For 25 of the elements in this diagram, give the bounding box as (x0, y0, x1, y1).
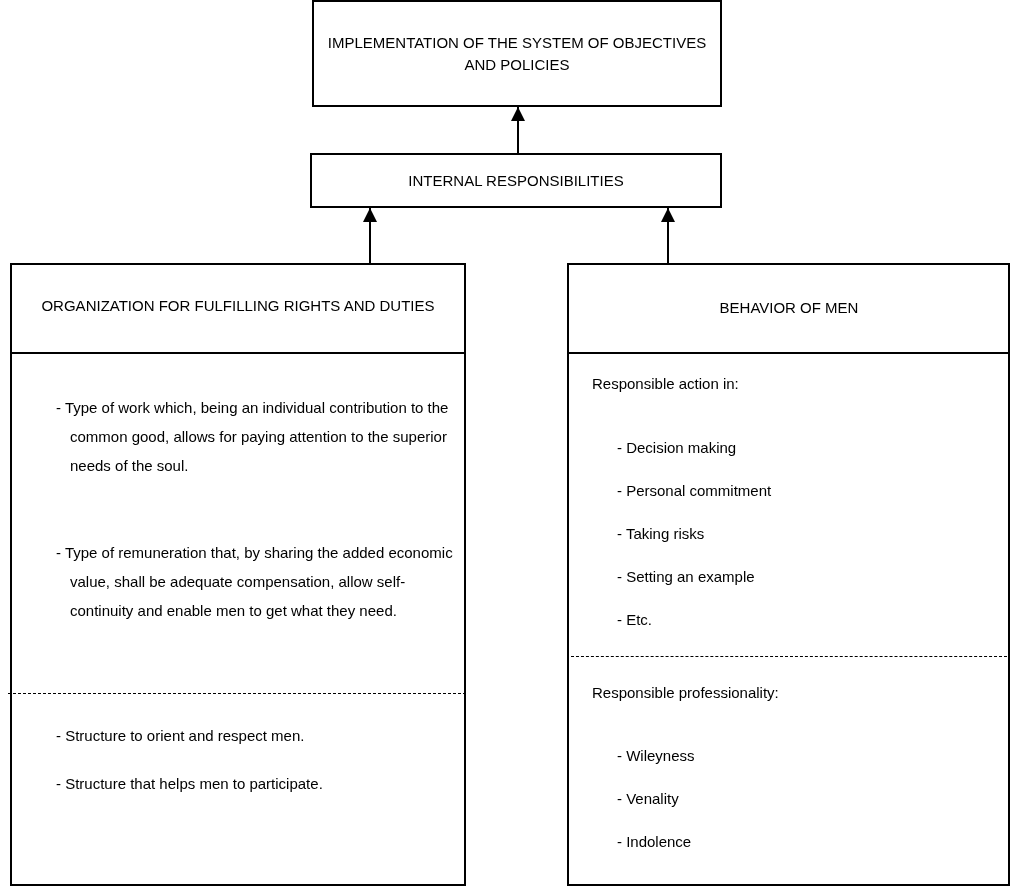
bullet-item: - Structure to orient and respect men. (56, 726, 306, 746)
bullet-item: - Wileyness (617, 746, 696, 766)
section-heading: Responsible professionality: (592, 683, 780, 703)
panel-box (567, 263, 1010, 886)
bullet-item: - Decision making (617, 438, 738, 458)
bullet-item: - Type of remuneration that, by sharing the added economic value, shall be adequate compensation, allow self-continuity and enable men to get what they need. (56, 543, 454, 621)
bullet-item: - Indolence (617, 832, 693, 852)
process-box (310, 153, 722, 208)
arrow (363, 207, 377, 264)
bullet-item: - Structure that helps men to participate. (56, 774, 324, 794)
panel-box (10, 263, 466, 886)
arrow (511, 106, 525, 154)
bullet-item: - Personal commitment (617, 481, 773, 501)
box-heading: INTERNAL RESPONSIBILITIES (407, 171, 625, 191)
bullet-item: - Setting an example (617, 567, 756, 587)
bullet-item: - Type of work which, being an individual contribution to the common good, allows for paying attention to the superior needs of the soul. (56, 398, 450, 476)
process-box (312, 0, 722, 107)
bullet-item: - Taking risks (617, 524, 706, 544)
box-heading: BEHAVIOR OF MEN (718, 298, 860, 318)
box-heading: ORGANIZATION FOR FULFILLING RIGHTS AND DUTIES (40, 296, 436, 316)
bullet-item: - Etc. (617, 610, 653, 630)
arrow (661, 207, 675, 264)
section-heading: Responsible action in: (592, 374, 740, 394)
bullet-item: - Venality (617, 789, 680, 809)
box-heading: IMPLEMENTATION OF THE SYSTEM OF OBJECTIVES AND POLICIES (326, 33, 708, 75)
